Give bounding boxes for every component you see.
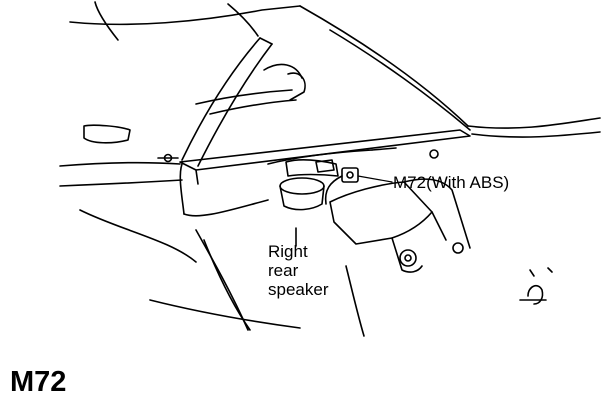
- speaker-callout-line-1: Right: [268, 242, 308, 261]
- pillar-trim: [181, 37, 306, 167]
- rear-shelf: [179, 129, 471, 217]
- connector-m72: [324, 167, 393, 205]
- speaker-callout-line-3: speaker: [268, 280, 329, 299]
- abs-bracket: [329, 149, 471, 337]
- connector-id-label: M72: [10, 366, 67, 398]
- clip-detail: [519, 267, 553, 305]
- body-side: [59, 124, 301, 331]
- speaker-callout-line-2: rear: [268, 261, 299, 280]
- connector-abs-callout: M72(With ABS): [393, 173, 510, 192]
- roof-outline: [69, 1, 601, 138]
- speaker-callout: Right rear speaker: [268, 242, 328, 299]
- speaker-assembly: [279, 159, 339, 247]
